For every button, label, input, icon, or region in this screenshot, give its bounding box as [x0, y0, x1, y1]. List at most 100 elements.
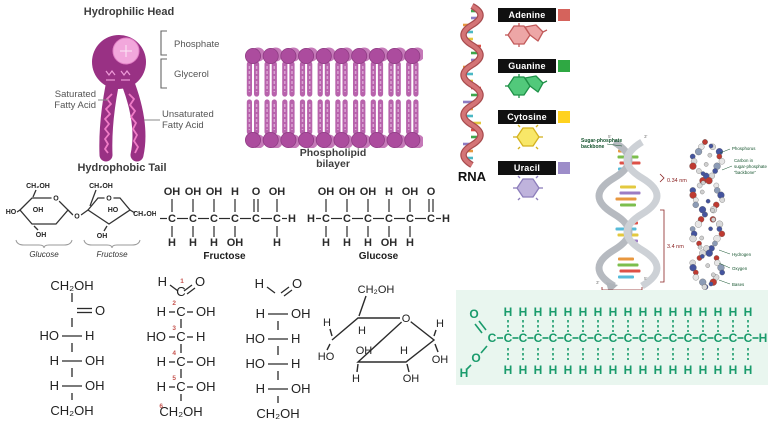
hydrogen-bottom: H [579, 363, 588, 377]
svg-text:C: C [176, 329, 185, 344]
chain-carbon: C [252, 213, 260, 225]
hydrogen-bottom: H [699, 363, 708, 377]
chain-carbon: C [564, 331, 573, 345]
lipid-column [280, 47, 301, 148]
fructose-ho-inner: HO [108, 207, 119, 214]
head-bracket [160, 30, 167, 89]
haworth-o: O [402, 313, 411, 325]
phosphorus-label: Phosphorus [732, 146, 756, 151]
base-color-swatch [558, 9, 570, 21]
substituent-bottom: OH [227, 237, 244, 249]
substituent-top: H [385, 186, 393, 198]
hydrogen-top: H [624, 305, 633, 319]
chain-carbon: C [406, 213, 414, 225]
hydrogen-top: H [669, 305, 678, 319]
haworth-br-h: H [400, 345, 408, 357]
substituent-bottom: H [273, 237, 281, 249]
svg-text:H: H [307, 213, 315, 225]
pyrimidine-icon [513, 124, 543, 150]
chain-carbon: C [624, 331, 633, 345]
chain-carbon: C [427, 213, 435, 225]
prime-5-bot: 5' [644, 276, 648, 281]
hydrogen-bottom: H [564, 363, 573, 377]
svg-text:OH: OH [291, 381, 311, 396]
terminal-group: CH₂OH [159, 404, 202, 419]
glucose-brace [15, 239, 73, 249]
lipid-column [333, 47, 354, 148]
svg-text:3: 3 [172, 325, 176, 332]
hydrogen-top: H [549, 305, 558, 319]
substituent-top: OH [185, 186, 202, 198]
fructose-ch2oh-top: CH₂OH [89, 183, 113, 190]
model-pointers [718, 148, 733, 285]
lipid-column [404, 47, 423, 148]
hydrogen-top: H [714, 305, 723, 319]
substituent-bottom: H [168, 237, 176, 249]
terminal-group: CH₂OH [50, 278, 93, 293]
substituent-top: OH [402, 186, 419, 198]
turn-bracket [660, 209, 665, 283]
hydrophilic-head-label: Hydrophilic Head [84, 6, 174, 18]
rna-helix [460, 3, 484, 168]
saturated-label-2: Fatty Acid [54, 100, 96, 111]
fructose-ring-o-bg [104, 193, 114, 203]
terminal-hydrogen: H [759, 331, 768, 345]
carbon-number: 6 [159, 403, 163, 410]
legend-entry-cytosine: Cytosine [498, 110, 570, 156]
base-color-swatch [558, 60, 570, 72]
substituent-top: OH [269, 186, 286, 198]
prime-3-bot: 3' [596, 280, 600, 285]
svg-text:HO: HO [147, 329, 167, 344]
purine-icon [505, 23, 548, 47]
base-header: Cytosine [498, 110, 570, 124]
backbone-pointer [606, 143, 623, 147]
svg-text:HO: HO [246, 331, 266, 346]
chain-carbon: C [504, 331, 513, 345]
chain-carbon: C [519, 331, 528, 345]
bridge-o: O [74, 214, 80, 221]
haworth-r-oh: OH [432, 354, 449, 366]
hydrogen-top: H [654, 305, 663, 319]
hydrogen-bottom: H [744, 363, 753, 377]
chain-name-label: Glucose [359, 251, 399, 262]
svg-text:5: 5 [172, 375, 176, 382]
haworth-l-h: H [323, 317, 331, 329]
hydrogen-top: H [744, 305, 753, 319]
svg-text:HO: HO [246, 356, 266, 371]
glucose-unit-label: Glucose [29, 250, 59, 259]
svg-text:2: 2 [172, 300, 176, 307]
model-labels: Phosphorus Carbon in sugar-phosphate “ba… [732, 146, 768, 287]
carbon-label-1: Carbon in [734, 158, 754, 163]
svg-text:H: H [291, 331, 300, 346]
svg-text:H: H [50, 378, 59, 393]
base-label: Cytosine [498, 110, 556, 124]
svg-text:H: H [157, 379, 166, 394]
svg-text:C: C [176, 354, 185, 369]
prime-5-top: 5' [608, 134, 612, 139]
fatty-acid-formula: OCOHCHHCHHCHHCHHCHHCHHCHHCHHCHHCHHCHHCHH… [456, 290, 768, 385]
rna-ribbon [461, 4, 483, 167]
chain-carbon: C [714, 331, 723, 345]
terminal-group: CH₂OH [50, 403, 93, 418]
hydrogen-bottom: H [684, 363, 693, 377]
lipid-column [245, 47, 265, 148]
svg-text:4: 4 [172, 350, 176, 357]
chain-carbon: C [549, 331, 558, 345]
chain-carbon: C [684, 331, 693, 345]
phospholipid-diagram: Hydrophilic Head Phosphate Glycerol Satu… [54, 6, 219, 174]
svg-text:H: H [256, 381, 265, 396]
dna-helix-diagram: Sugar-phosphate backbone 0.34 nm 3.4 nm … [581, 134, 687, 296]
svg-text:H: H [196, 329, 205, 344]
saturated-label-1: Saturated [55, 89, 96, 100]
hydrogen-top: H [729, 305, 738, 319]
hydrophobic-tail-label: Hydrophobic Tail [77, 162, 166, 174]
bilayer-label-line2: bilayer [316, 158, 350, 170]
glycerol-glyph [105, 70, 131, 81]
ring-oxygen-bg [400, 312, 412, 324]
svg-text:H: H [442, 213, 450, 225]
